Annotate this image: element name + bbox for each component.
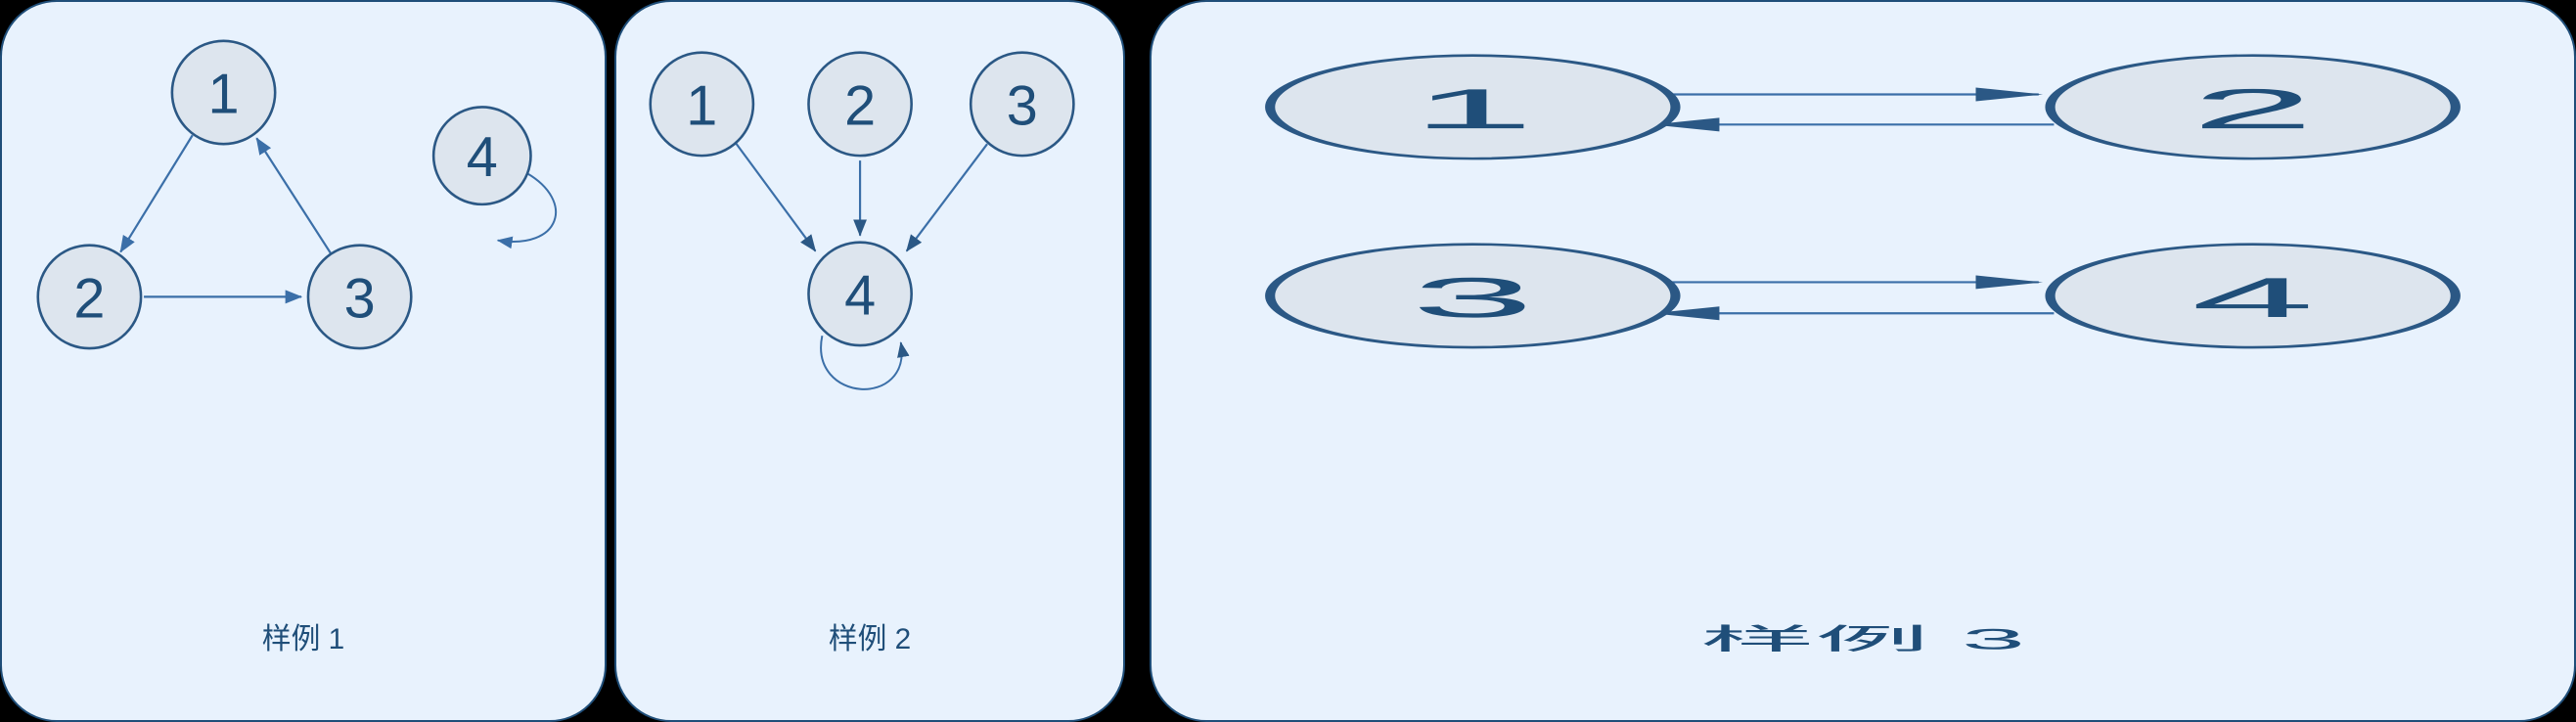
node-3-circle — [306, 244, 413, 350]
node-4-circle — [2045, 243, 2461, 349]
node-3[interactable]: 3 — [1265, 243, 1681, 349]
example-panel-3[interactable]: 1 2 3 4 样例 3 — [1150, 0, 2576, 722]
node-4[interactable]: 4 — [2045, 243, 2461, 349]
edge-3-to-4 — [905, 143, 988, 252]
node-2[interactable]: 2 — [2045, 54, 2461, 160]
node-1[interactable]: 1 — [649, 51, 755, 158]
node-3-label: 3 — [344, 267, 376, 330]
graph-canvas-3: 1 2 3 4 样例 3 — [1265, 54, 2461, 655]
node-2-label: 2 — [2192, 77, 2315, 141]
node-4[interactable]: 4 — [807, 241, 913, 347]
panel-3-caption: 样例 3 — [1700, 623, 2025, 655]
node-1[interactable]: 1 — [170, 39, 277, 146]
node-3[interactable]: 3 — [306, 244, 413, 350]
node-4-circle — [807, 241, 913, 347]
panel-2-caption: 样例 2 — [829, 623, 911, 655]
node-4[interactable]: 4 — [431, 106, 532, 206]
node-1-circle — [170, 39, 277, 146]
node-1-label: 1 — [208, 63, 240, 125]
panel-1-caption: 样例 1 — [262, 623, 344, 655]
node-2[interactable]: 2 — [807, 51, 913, 158]
node-4-circle — [431, 106, 532, 206]
node-3-circle — [969, 51, 1075, 158]
node-3-circle — [1265, 243, 1681, 349]
graph-canvas-1: 1 2 3 4 样例 1 — [36, 39, 557, 655]
example-panel-2[interactable]: 1 2 3 4 样例 2 — [614, 0, 1125, 722]
node-3[interactable]: 3 — [969, 51, 1075, 158]
edge-1-to-2 — [119, 134, 194, 253]
node-4-label: 4 — [844, 264, 876, 327]
node-2[interactable]: 2 — [36, 244, 143, 350]
node-2-circle — [2045, 54, 2461, 160]
node-3-label: 3 — [1411, 266, 1534, 330]
node-4-label: 4 — [2192, 266, 2315, 330]
graph-canvas-2: 1 2 3 4 样例 2 — [649, 51, 1075, 655]
node-1-circle — [649, 51, 755, 158]
edge-4-self-loop — [496, 172, 557, 249]
node-2-label: 2 — [844, 74, 876, 137]
node-1[interactable]: 1 — [1265, 54, 1681, 160]
node-2-circle — [36, 244, 143, 350]
node-1-label: 1 — [1411, 77, 1534, 141]
edge-4-self-loop — [820, 335, 910, 390]
node-1-label: 1 — [686, 74, 717, 137]
node-1-circle — [1265, 54, 1681, 160]
node-2-circle — [807, 51, 913, 158]
example-panel-1[interactable]: 1 2 3 4 样例 1 — [0, 0, 607, 722]
edge-1-to-4 — [735, 142, 817, 252]
node-3-label: 3 — [1007, 74, 1038, 137]
edge-3-to-1 — [255, 137, 332, 254]
node-4-label: 4 — [467, 126, 498, 189]
node-2-label: 2 — [73, 267, 105, 330]
